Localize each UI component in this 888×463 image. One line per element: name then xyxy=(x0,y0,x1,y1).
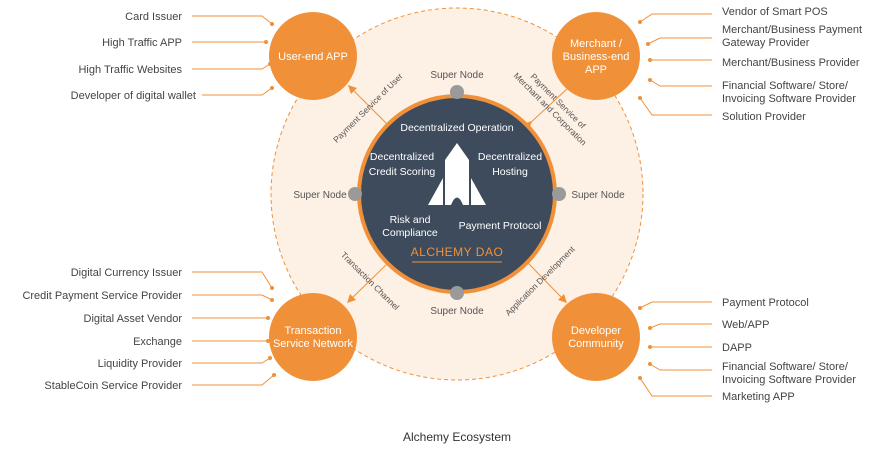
node-user-label: User-end APP xyxy=(278,51,348,63)
leader-developer-1 xyxy=(639,301,712,309)
leader-transaction-dot-5 xyxy=(268,356,272,360)
node-user-end-app xyxy=(269,12,357,100)
leader-developer-dot-3 xyxy=(648,345,652,349)
leader-user-dot-3 xyxy=(268,62,272,66)
super-node-right-label: Super Node xyxy=(571,190,625,201)
core-bottom-right-text: Payment Protocol xyxy=(459,220,542,232)
core-right-line1: Decentralized xyxy=(478,151,542,163)
leader-transaction-dot-3 xyxy=(266,316,270,320)
super-node-bottom xyxy=(450,286,464,300)
developer-item-financial-line1: Financial Software/ Store/ xyxy=(722,361,849,373)
super-node-top xyxy=(450,85,464,99)
leader-user-1 xyxy=(192,15,273,25)
leader-merchant-1 xyxy=(639,13,712,23)
core-left-line1: Decentralized xyxy=(370,151,434,163)
leader-merchant-dot-4 xyxy=(648,78,652,82)
merchant-item-smart-pos: Vendor of Smart POS xyxy=(722,6,828,18)
super-node-top-label: Super Node xyxy=(430,70,484,81)
arrowhead-transaction xyxy=(347,294,356,303)
arrow-transaction xyxy=(349,262,389,301)
transaction-item-exchange: Exchange xyxy=(133,336,182,348)
super-node-bottom-label: Super Node xyxy=(430,306,484,317)
node-developer-line1: Developer xyxy=(571,325,621,337)
leader-developer-4 xyxy=(649,363,712,371)
node-merchant-line3: APP xyxy=(585,64,607,76)
merchant-item-financial-line1: Financial Software/ Store/ xyxy=(722,80,849,92)
merchant-item-financial-line2: Invoicing Software Provider xyxy=(722,93,856,105)
merchant-item-business-provider: Merchant/Business Provider xyxy=(722,57,860,69)
transaction-item-currency-issuer: Digital Currency Issuer xyxy=(71,267,183,279)
leader-transaction-2 xyxy=(192,294,273,301)
user-item-wallet-developer: Developer of digital wallet xyxy=(71,90,196,102)
leader-transaction-dot-2 xyxy=(270,298,274,302)
user-item-high-traffic-app: High Traffic APP xyxy=(102,37,182,49)
node-developer-community xyxy=(552,293,640,381)
transaction-item-asset-vendor: Digital Asset Vendor xyxy=(84,313,183,325)
arrowhead-user xyxy=(348,85,357,94)
developer-item-web-app: Web/APP xyxy=(722,319,770,331)
transaction-item-credit-payment: Credit Payment Service Provider xyxy=(22,290,182,302)
core-title: ALCHEMY DAO xyxy=(411,245,504,259)
leader-merchant-dot-3 xyxy=(648,58,652,62)
leader-merchant-dot-1 xyxy=(638,20,642,24)
merchant-item-gateway-line2: Gateway Provider xyxy=(722,37,810,49)
node-merchant-line2: Business-end xyxy=(563,51,630,63)
leader-user-3 xyxy=(192,63,271,70)
node-merchant-app xyxy=(552,12,640,100)
user-item-high-traffic-websites: High Traffic Websites xyxy=(78,64,182,76)
arrowhead-merchant xyxy=(523,121,532,130)
merchant-item-gateway-line1: Merchant/Business Payment xyxy=(722,24,862,36)
arrowhead-developer xyxy=(558,294,567,303)
leader-developer-dot-1 xyxy=(638,306,642,310)
leader-merchant-4 xyxy=(649,79,712,87)
user-item-card-issuer: Card Issuer xyxy=(125,11,182,23)
leader-user-dot-2 xyxy=(264,40,268,44)
leader-merchant-dot-2 xyxy=(646,42,650,46)
core-left-line2: Credit Scoring xyxy=(369,166,436,178)
super-node-right xyxy=(552,187,566,201)
leader-user-dot-4 xyxy=(270,86,274,90)
leader-user-dot-1 xyxy=(270,22,274,26)
leader-transaction-dot-1 xyxy=(270,286,274,290)
leader-developer-2 xyxy=(649,323,712,329)
alchemy-logo-icon xyxy=(428,143,486,205)
super-node-left-label: Super Node xyxy=(293,190,347,201)
leader-user-4 xyxy=(202,87,273,96)
core-bottom-left-line1: Risk and xyxy=(390,214,431,226)
developer-item-payment-protocol: Payment Protocol xyxy=(722,297,809,309)
merchant-item-solution-provider: Solution Provider xyxy=(722,111,806,123)
diagram-caption: Alchemy Ecosystem xyxy=(403,430,511,444)
developer-item-financial-line2: Invoicing Software Provider xyxy=(722,374,856,386)
leader-transaction-dot-6 xyxy=(272,373,276,377)
transaction-item-stablecoin: StableCoin Service Provider xyxy=(44,380,182,392)
leader-transaction-dot-4 xyxy=(266,339,270,343)
leader-developer-dot-5 xyxy=(638,376,642,380)
leader-developer-dot-2 xyxy=(648,326,652,330)
leader-transaction-5 xyxy=(192,357,271,364)
super-node-left xyxy=(348,187,362,201)
node-transaction-line2: Service Network xyxy=(273,338,354,350)
node-developer-line2: Community xyxy=(568,338,624,350)
developer-item-marketing-app: Marketing APP xyxy=(722,391,795,403)
node-merchant-line1: Merchant / xyxy=(570,38,623,50)
leader-merchant-dot-5 xyxy=(638,96,642,100)
transaction-item-liquidity: Liquidity Provider xyxy=(98,358,183,370)
leader-transaction-1 xyxy=(192,271,273,289)
leader-transaction-6 xyxy=(192,374,275,386)
core-top-text: Decentralized Operation xyxy=(400,122,513,134)
node-transaction-network xyxy=(269,293,357,381)
leader-merchant-2 xyxy=(647,37,712,45)
leader-developer-dot-4 xyxy=(648,362,652,366)
node-transaction-line1: Transaction xyxy=(284,325,341,337)
developer-item-dapp: DAPP xyxy=(722,342,752,354)
leader-merchant-5 xyxy=(639,97,712,116)
core-bottom-left-line2: Compliance xyxy=(382,227,438,239)
arrow-merchant xyxy=(527,87,569,126)
core-right-line2: Hosting xyxy=(492,166,528,178)
arrow-user xyxy=(350,87,389,126)
leader-developer-5 xyxy=(639,377,712,397)
arrow-developer xyxy=(527,262,565,301)
